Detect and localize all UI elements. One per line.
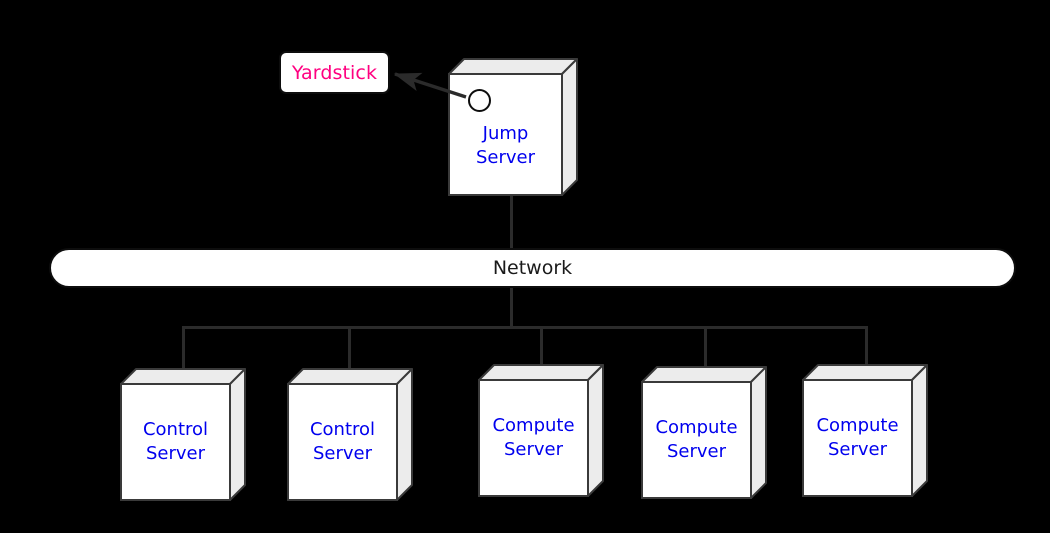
jump-server-interface-icon[interactable] (468, 89, 491, 112)
compute-server-1-node[interactable]: Compute Server (478, 364, 604, 497)
compute-server-3-label: Compute Server (816, 415, 899, 460)
compute-server-3-node[interactable]: Compute Server (802, 364, 928, 497)
jump-server-node[interactable]: Jump Server (448, 58, 578, 196)
connector-network-bus (510, 287, 513, 329)
connector-bus-horizontal (182, 326, 868, 329)
yardstick-label: Yardstick (291, 61, 378, 84)
compute-server-1-3d-shading (478, 364, 604, 497)
connector-jumpserver-network (510, 194, 513, 250)
jump-server-label: Jump Server (475, 122, 536, 168)
connector-bus-control-server-1 (182, 326, 185, 371)
connector-bus-control-server-2 (348, 326, 351, 371)
compute-server-2-label: Compute Server (655, 417, 738, 462)
network-bar[interactable]: Network (49, 248, 1016, 288)
control-server-1-label: Control Server (142, 419, 209, 464)
compute-server-2-node[interactable]: Compute Server (641, 366, 767, 499)
connector-bus-compute-server-1 (540, 326, 543, 366)
connector-bus-compute-server-3 (865, 326, 868, 366)
compute-server-1-face: Compute Server (478, 379, 589, 497)
control-server-1-face: Control Server (120, 383, 231, 501)
network-label: Network (492, 257, 573, 279)
control-server-1-node[interactable]: Control Server (120, 368, 246, 501)
control-server-2-node[interactable]: Control Server (287, 368, 413, 501)
compute-server-2-face: Compute Server (641, 381, 752, 499)
compute-server-2-3d-shading (641, 366, 767, 499)
control-server-2-face: Control Server (287, 383, 398, 501)
jump-server-face: Jump Server (448, 73, 563, 196)
connector-bus-compute-server-2 (704, 326, 707, 368)
yardstick-box[interactable]: Yardstick (279, 51, 390, 94)
compute-server-1-label: Compute Server (492, 415, 575, 460)
control-server-2-3d-shading (287, 368, 413, 501)
compute-server-3-face: Compute Server (802, 379, 913, 497)
control-server-1-3d-shading (120, 368, 246, 501)
control-server-2-label: Control Server (309, 419, 376, 464)
